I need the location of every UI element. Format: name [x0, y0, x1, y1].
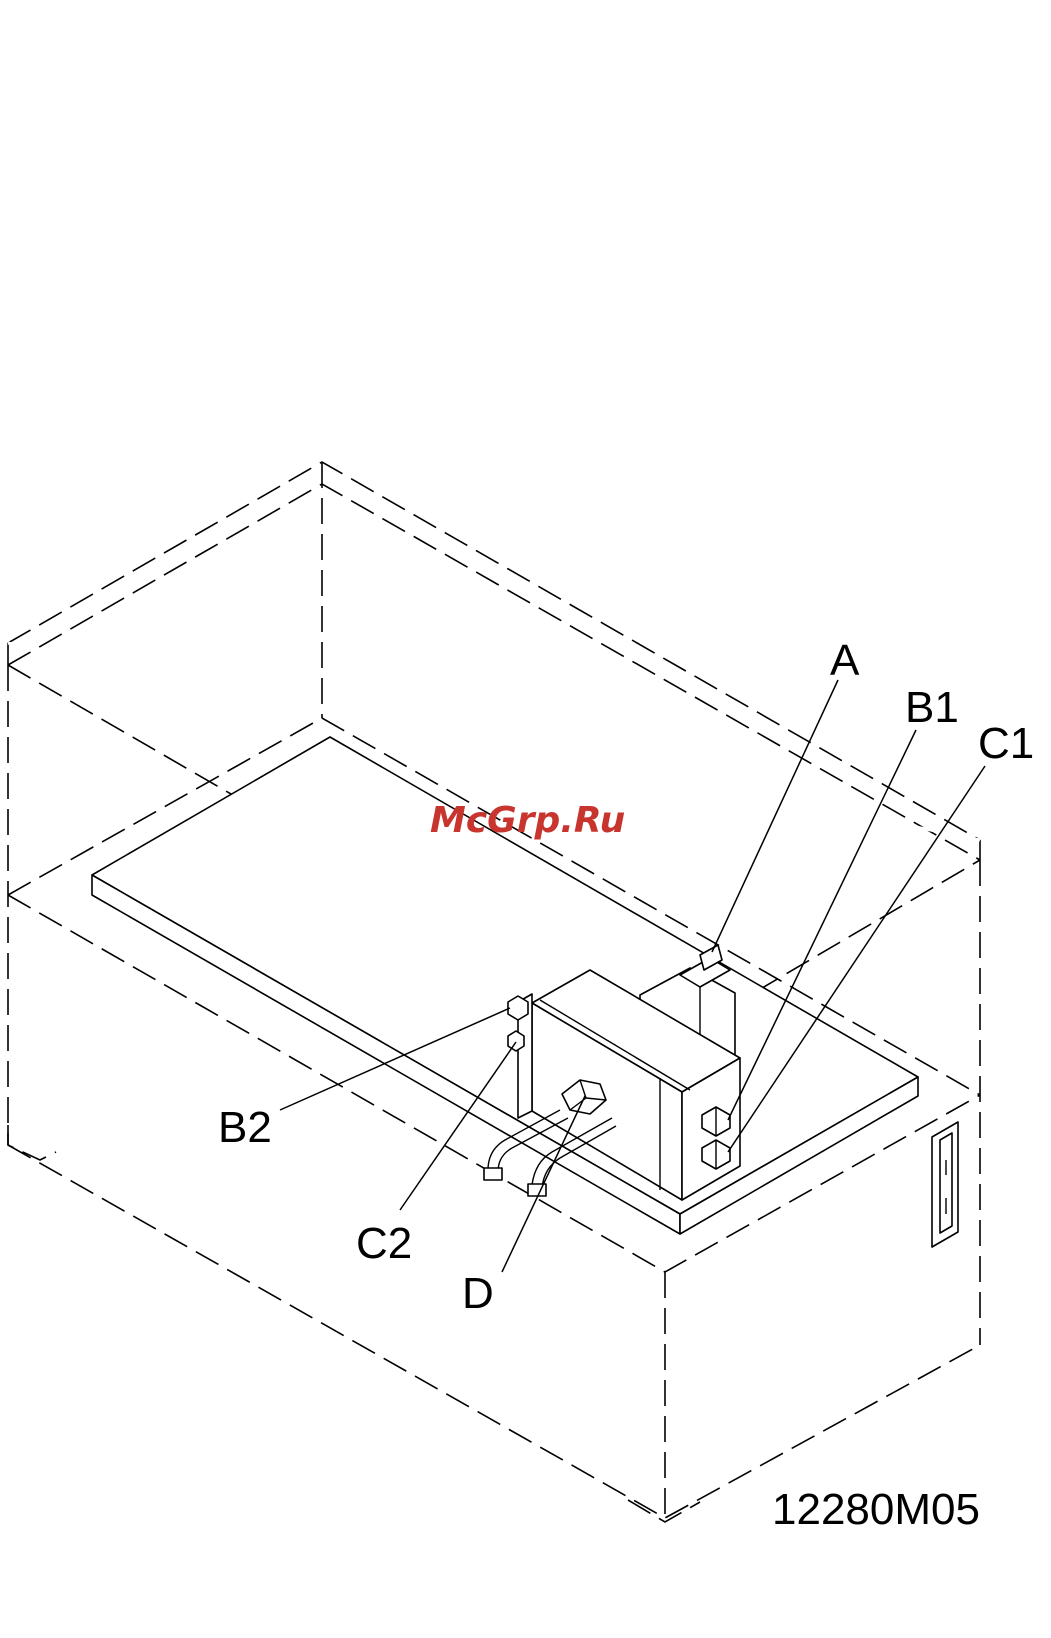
callout-c2: C2 — [356, 1219, 412, 1268]
callout-b2: B2 — [218, 1103, 272, 1152]
callout-c1: C1 — [978, 719, 1034, 768]
drawing-code: 12280M05 — [772, 1485, 980, 1534]
callout-b1: B1 — [905, 683, 959, 732]
watermark: McGrp.Ru — [430, 800, 625, 841]
callout-a: A — [830, 636, 860, 685]
callout-d: D — [462, 1269, 494, 1318]
bolt-b2 — [508, 996, 528, 1020]
bolt-c2 — [508, 1031, 524, 1051]
level-indicator — [932, 1122, 958, 1247]
